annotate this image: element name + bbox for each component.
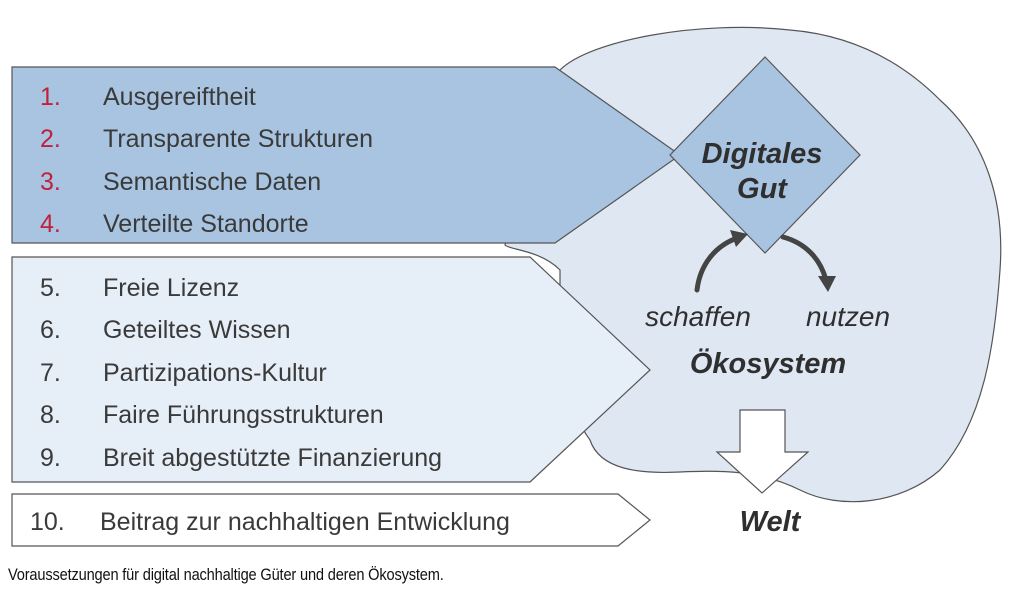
list-item-text: Breit abgestützte Finanzierung: [103, 444, 442, 472]
list-item-text: Geteiltes Wissen: [103, 316, 291, 344]
bottom-item-arrow: [11, 493, 651, 547]
nutzen-label: nutzen: [806, 301, 890, 332]
digital-good-label-line2: Gut: [737, 173, 788, 205]
digital-good-label-line1: Digitales: [702, 138, 823, 170]
list-item-number: 8.: [40, 401, 61, 429]
nutzen-arrowhead: [818, 276, 836, 292]
schaffen-arrowhead: [730, 230, 748, 247]
list-item-text: Beitrag zur nachhaltigen Entwicklung: [100, 508, 510, 536]
list-item-text: Ausgereiftheit: [103, 83, 256, 111]
list-item-number: 1.: [40, 83, 61, 111]
figure-caption: Voraussetzungen für digital nachhaltige …: [8, 565, 444, 584]
schaffen-curve-arrow: [694, 234, 743, 293]
list-item-number: 10.: [30, 508, 65, 536]
schaffen-label: schaffen: [645, 301, 751, 332]
top-group-arrow: [11, 66, 682, 244]
list-item-text: Freie Lizenz: [103, 274, 239, 302]
world-label: Welt: [740, 506, 802, 538]
world-down-arrow: [715, 409, 810, 494]
list-item-number: 4.: [40, 210, 61, 238]
list-item-text: Transparente Strukturen: [103, 125, 373, 153]
list-item-number: 2.: [40, 125, 61, 153]
list-item-number: 3.: [40, 168, 61, 196]
list-item-text: Partizipations-Kultur: [103, 359, 327, 387]
middle-group-arrow: [11, 256, 651, 483]
ecosystem-label: Ökosystem: [690, 347, 846, 380]
nutzen-curve-arrow: [780, 234, 829, 283]
list-item-number: 7.: [40, 359, 61, 387]
list-item-text: Verteilte Standorte: [103, 210, 309, 238]
list-item-number: 5.: [40, 274, 61, 302]
digital-good-diamond: [669, 56, 861, 254]
list-item-number: 9.: [40, 444, 61, 472]
list-item-text: Faire Führungsstrukturen: [103, 401, 384, 429]
list-item-text: Semantische Daten: [103, 168, 321, 196]
list-item-number: 6.: [40, 316, 61, 344]
